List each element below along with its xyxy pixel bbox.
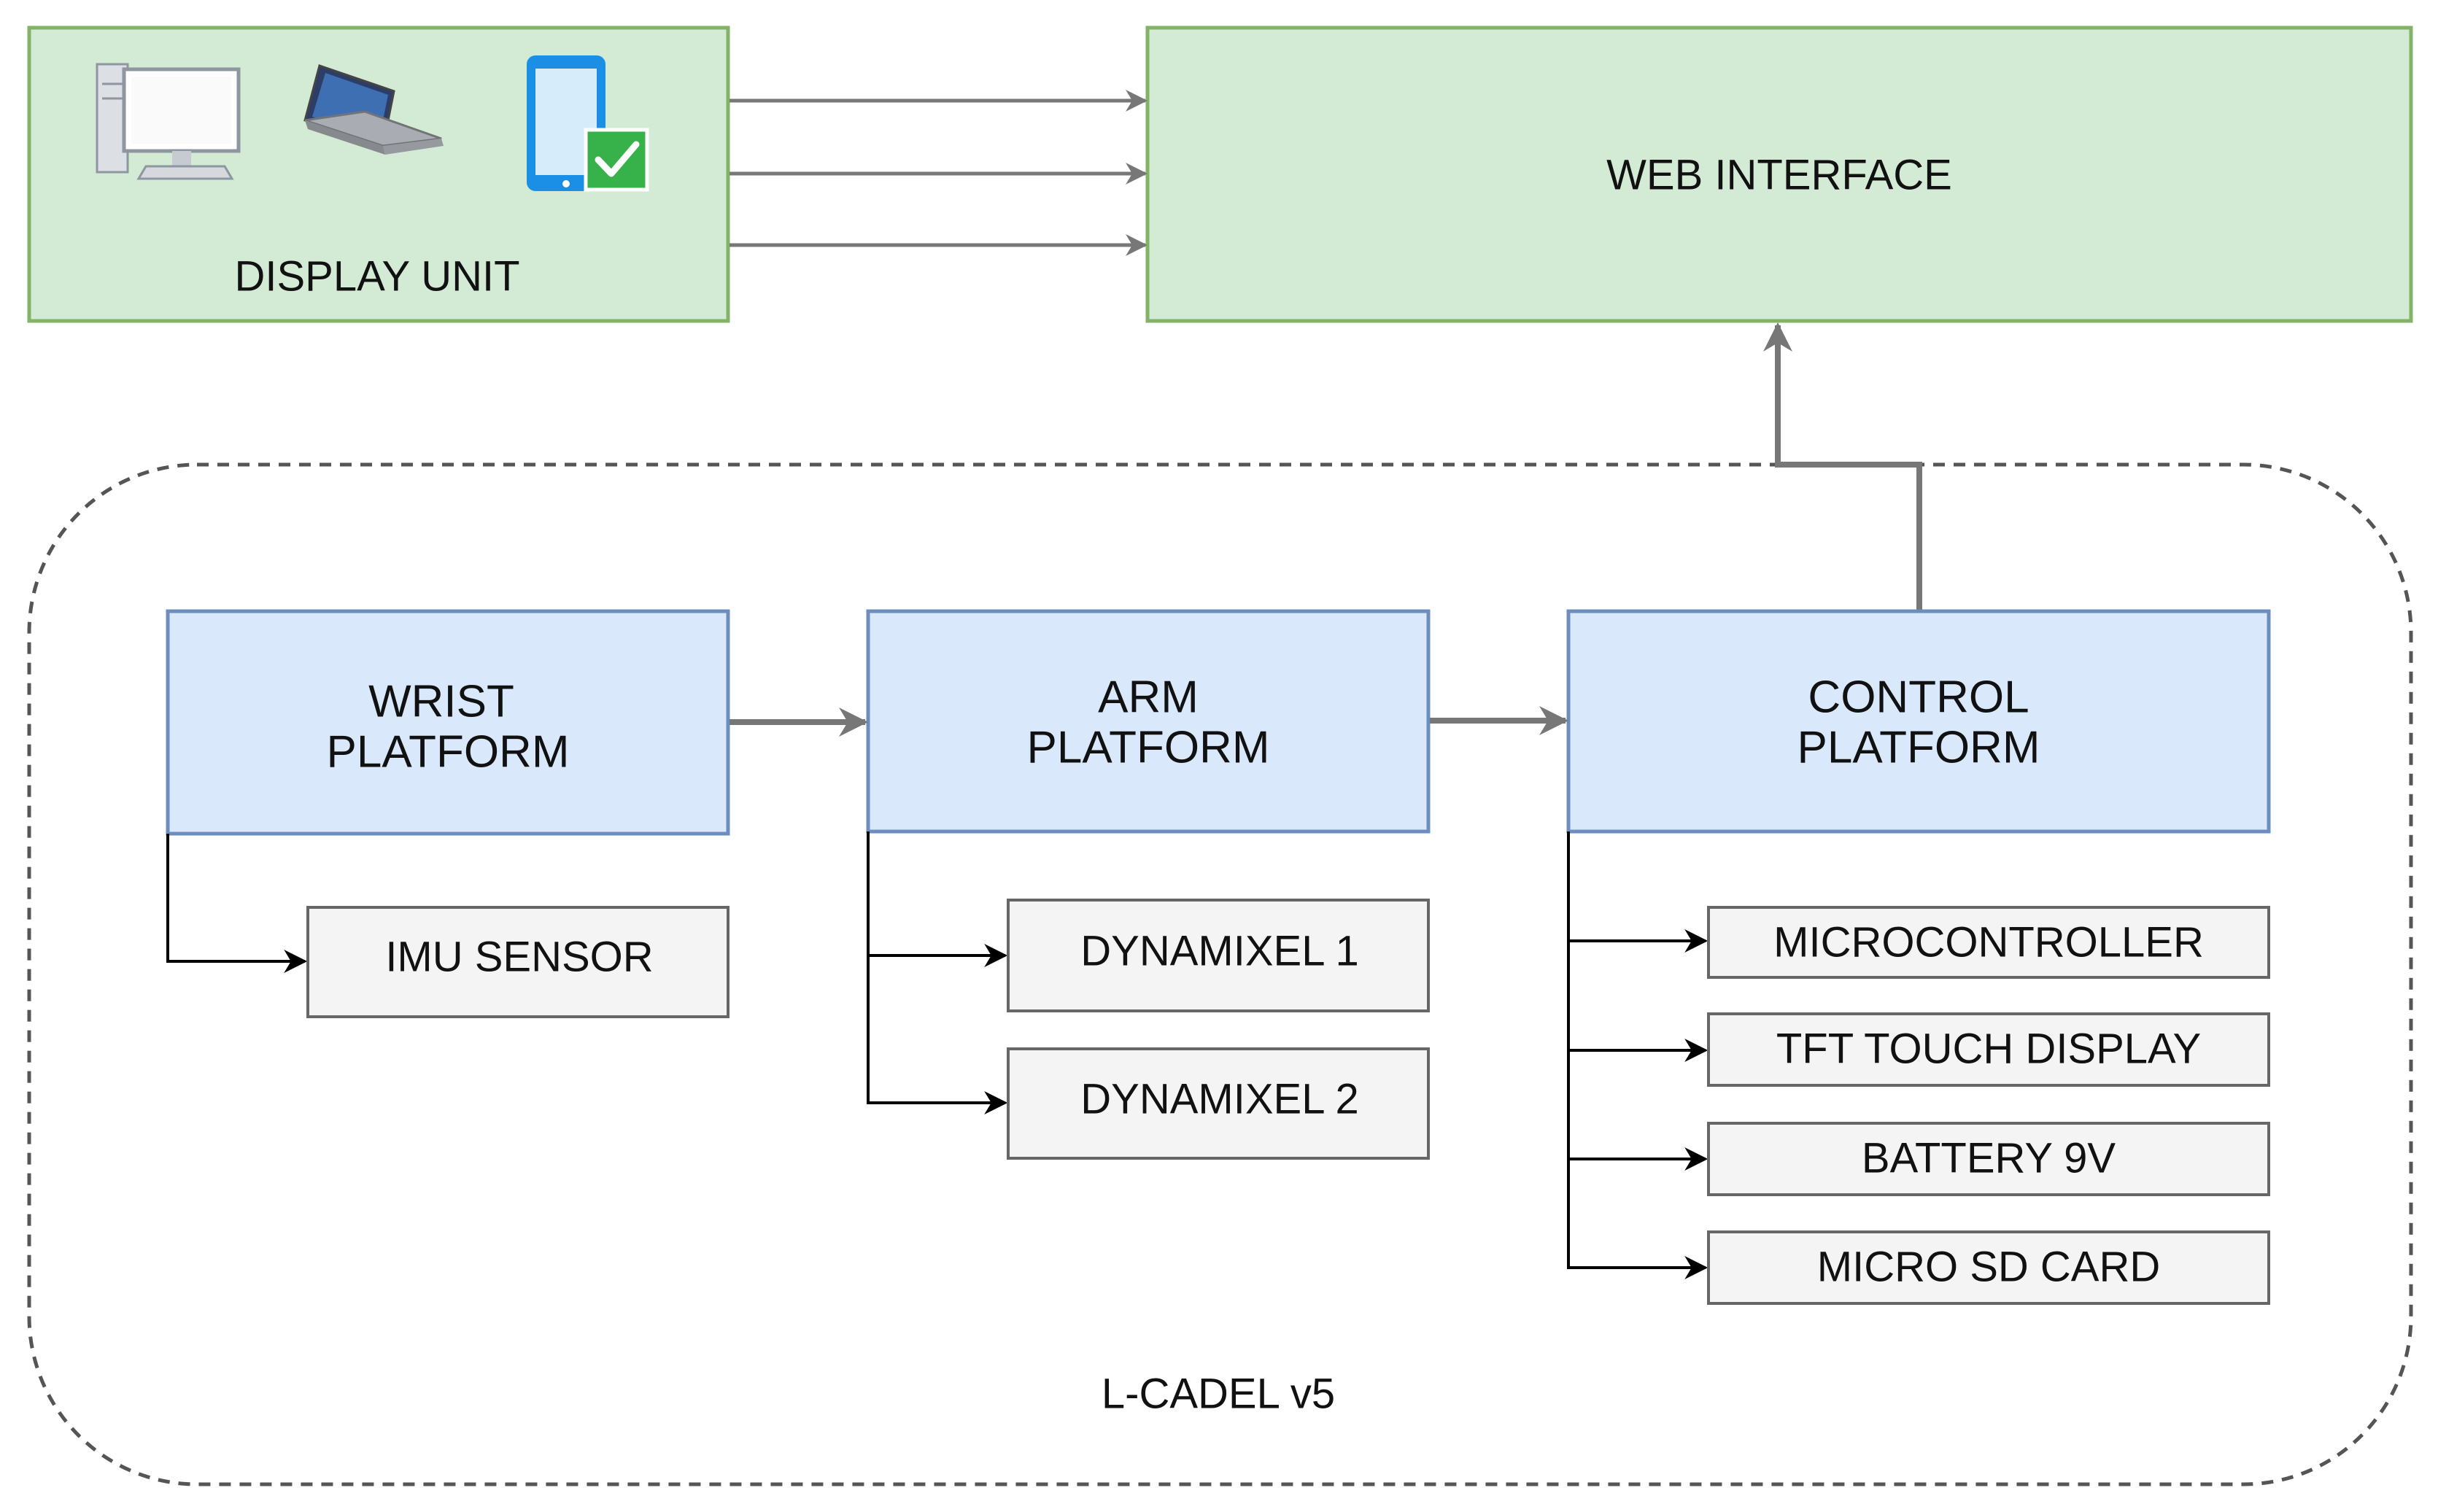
control-component-connector: [1567, 831, 1708, 1279]
system-label: L-CADEL v5: [1102, 1370, 1335, 1417]
component-label: DYNAMIXEL 1: [1080, 927, 1358, 974]
arm-platform-box: ARM PLATFORM: [866, 609, 1431, 834]
wrist-platform-box: WRIST PLATFORM: [166, 609, 730, 836]
arm-platform-label-line2: PLATFORM: [1027, 722, 1270, 772]
laptop-icon: [303, 64, 444, 155]
control-to-web-arrow: [1763, 322, 1922, 611]
control-platform-label-line1: CONTROL: [1808, 672, 2029, 722]
control-platform-box: CONTROL PLATFORM: [1566, 609, 2271, 834]
component-label: MICRO SD CARD: [1817, 1243, 2160, 1290]
component-box-imu-sensor: IMU SENSOR: [306, 906, 730, 1018]
component-label: DYNAMIXEL 2: [1080, 1075, 1358, 1123]
component-label: TFT TOUCH DISPLAY: [1776, 1025, 2201, 1072]
component-label: BATTERY 9V: [1862, 1134, 2116, 1182]
wrist-platform-label-line2: PLATFORM: [327, 726, 570, 777]
display-unit-box: DISPLAY UNIT: [27, 26, 730, 323]
component-box-battery-9v: BATTERY 9V: [1707, 1122, 2270, 1196]
desktop-computer-icon: [96, 63, 241, 180]
component-box-dynamixel-2: DYNAMIXEL 2: [1007, 1047, 1430, 1160]
wrist-platform-label-line1: WRIST: [368, 676, 514, 726]
arm-component-connector: [867, 831, 1008, 1114]
web-interface-label: WEB INTERFACE: [1606, 151, 1952, 198]
component-box-tft-touch-display: TFT TOUCH DISPLAY: [1707, 1012, 2270, 1087]
component-label: IMU SENSOR: [385, 933, 653, 980]
component-box-dynamixel-1: DYNAMIXEL 1: [1007, 899, 1430, 1012]
component-box-microcontroller: MICROCONTROLLER: [1707, 906, 2270, 979]
control-platform-label-line2: PLATFORM: [1797, 722, 2040, 772]
arm-platform-label-line1: ARM: [1098, 672, 1199, 722]
system-boundary: [27, 462, 2413, 1486]
wrist-component-connector: [166, 834, 308, 973]
component-box-micro-sd-card: MICRO SD CARD: [1707, 1230, 2270, 1305]
display-unit-label: DISPLAY UNIT: [234, 252, 519, 300]
component-label: MICROCONTROLLER: [1773, 918, 2204, 966]
smartphone-check-icon: [527, 55, 649, 192]
web-interface-box: WEB INTERFACE: [1145, 26, 2413, 323]
display-to-web-connectors: [730, 90, 1148, 256]
